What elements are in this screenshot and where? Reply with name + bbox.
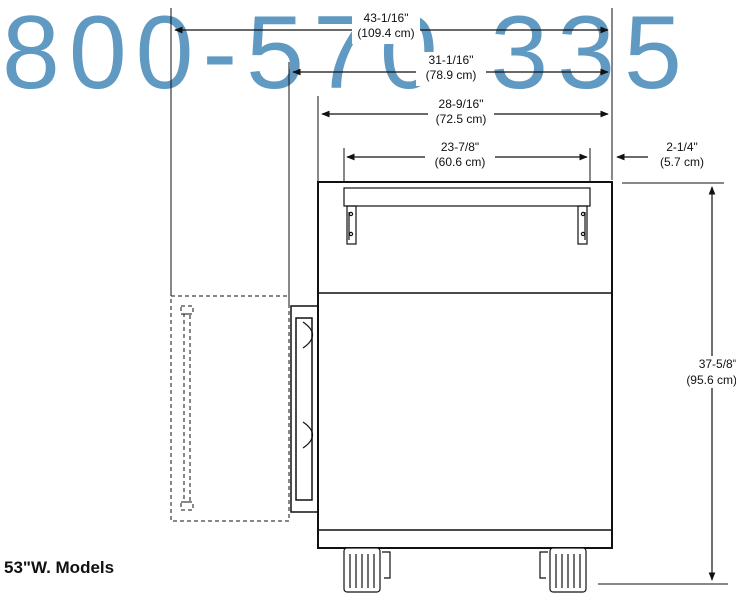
top-depth-in: 23-7/8" [441, 140, 479, 154]
door-open-depth-in: 31-1/16" [429, 53, 474, 67]
extension-lines [170, 8, 728, 585]
cabinet-depth-cm: (72.5 cm) [436, 112, 487, 126]
caster-front [343, 547, 391, 593]
overall-depth-cm: (109.4 cm) [357, 26, 414, 40]
top-rail [343, 187, 591, 245]
top-depth-cm: (60.6 cm) [435, 155, 486, 169]
rear-offset-cm: (5.7 cm) [660, 155, 704, 169]
cabinet-body [317, 181, 613, 549]
overall-depth-in: 43-1/16" [364, 11, 409, 25]
model-caption: 53"W. Models [4, 558, 115, 577]
door-open-depth-cm: (78.9 cm) [426, 68, 477, 82]
cabinet-depth-in: 28-9/16" [439, 97, 484, 111]
height-cm: (95.6 cm) [686, 373, 736, 387]
dimension-labels: 43-1/16" (109.4 cm) 31-1/16" (78.9 cm) 2… [352, 10, 736, 388]
rear-offset-in: 2-1/4" [666, 140, 698, 154]
door-front [290, 305, 319, 513]
phone-watermark: 800-570-335 [2, 0, 691, 111]
caster-rear [539, 547, 587, 593]
height-in: 37-5/8" [699, 357, 736, 371]
open-door-outline [170, 295, 290, 522]
